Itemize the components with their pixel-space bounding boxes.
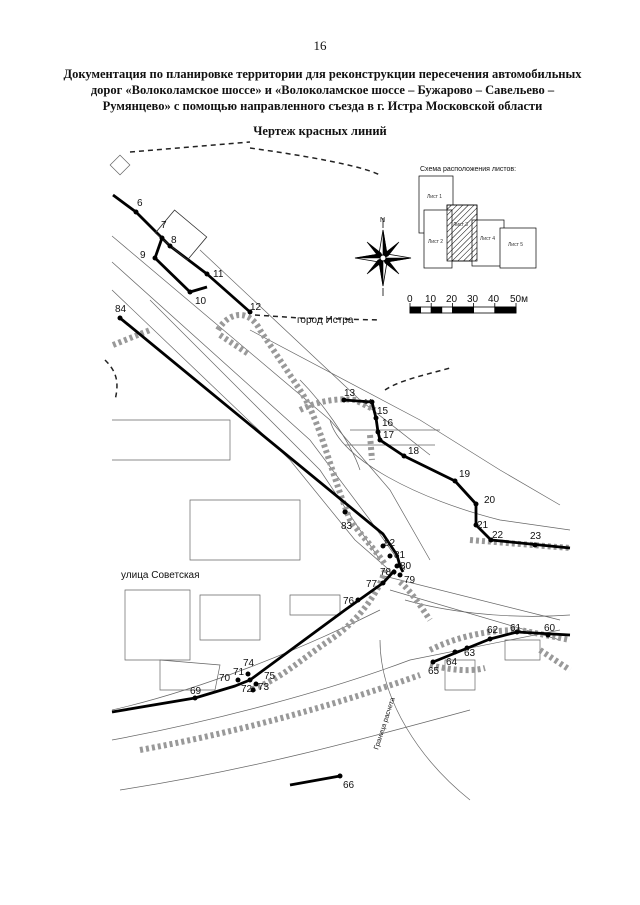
sheet-3-label: Лист 3 (453, 222, 468, 228)
point-label-16: 16 (382, 418, 394, 429)
point-label-81: 81 (394, 550, 406, 561)
point-label-13: 13 (344, 388, 356, 399)
point-label-66: 66 (343, 780, 355, 791)
scale-tick-40: 40 (488, 294, 500, 305)
scale-tick-20: 20 (446, 294, 458, 305)
point-label-21: 21 (477, 520, 489, 531)
point-label-61: 61 (510, 623, 522, 634)
point-label-63: 63 (464, 648, 476, 659)
point-label-18: 18 (408, 446, 420, 457)
point-label-9: 9 (140, 250, 146, 261)
scale-tick-0: 0 (407, 294, 413, 305)
point-label-23: 23 (530, 531, 542, 542)
point-label-8: 8 (171, 235, 177, 246)
scale-tick-50: 50м (510, 294, 528, 305)
point-label-79: 79 (404, 575, 416, 586)
red-line-points (117, 209, 551, 779)
point-label-22: 22 (492, 530, 504, 541)
sheet-4-label: Лист 4 (480, 236, 495, 242)
boundary-label: Граница расчета (373, 697, 396, 751)
point-label-6: 6 (137, 198, 143, 209)
highlighted-sheet (446, 204, 478, 262)
point-label-76: 76 (343, 596, 355, 607)
point-label-62: 62 (487, 625, 499, 636)
point-label-11: 11 (213, 269, 224, 280)
north-label: N (380, 217, 385, 224)
point-label-78: 78 (380, 567, 392, 578)
point-label-14: 14 (364, 399, 372, 406)
street-label: улица Советская (121, 570, 200, 581)
point-label-84: 84 (115, 304, 127, 315)
dashed-outlines (104, 141, 451, 401)
point-label-74: 74 (243, 658, 255, 669)
drawing-title: Чертеж красных линий (253, 124, 387, 138)
building-outline (154, 209, 208, 261)
point-label-77: 77 (366, 579, 378, 590)
point-label-7: 7 (161, 220, 167, 231)
point-label-65: 65 (428, 666, 440, 677)
document-title: Документация по планировке территории дл… (63, 67, 582, 113)
point-label-12: 12 (250, 302, 262, 313)
point-label-20: 20 (484, 495, 496, 506)
sheet-5-label: Лист 5 (508, 242, 523, 248)
point-label-10: 10 (195, 296, 207, 307)
scale-tick-30: 30 (467, 294, 479, 305)
point-label-70: 70 (219, 673, 231, 684)
compass-rose (354, 218, 412, 296)
sheet-1-label: Лист 1 (427, 194, 442, 200)
point-label-15: 15 (377, 406, 389, 417)
point-label-69: 69 (190, 686, 202, 697)
scale-bar (409, 303, 517, 314)
sheet-layout-inset (418, 175, 537, 269)
point-label-80: 80 (400, 561, 412, 572)
scale-tick-10: 10 (425, 294, 437, 305)
point-label-19: 19 (459, 469, 471, 480)
point-label-72: 72 (241, 684, 253, 695)
city-label: город Истра (297, 315, 354, 326)
point-label-83: 83 (341, 521, 353, 532)
point-label-75: 75 (264, 671, 276, 682)
sheet-2-label: Лист 2 (428, 239, 443, 245)
page-number: 16 (313, 38, 327, 53)
inset-title: Схема расположения листов: (420, 166, 516, 173)
point-label-17: 17 (383, 430, 395, 441)
point-label-71: 71 (233, 667, 245, 678)
point-label-64: 64 (446, 657, 458, 668)
point-label-73: 73 (258, 682, 270, 693)
point-label-60: 60 (544, 623, 556, 634)
point-label-82: 82 (384, 538, 396, 549)
